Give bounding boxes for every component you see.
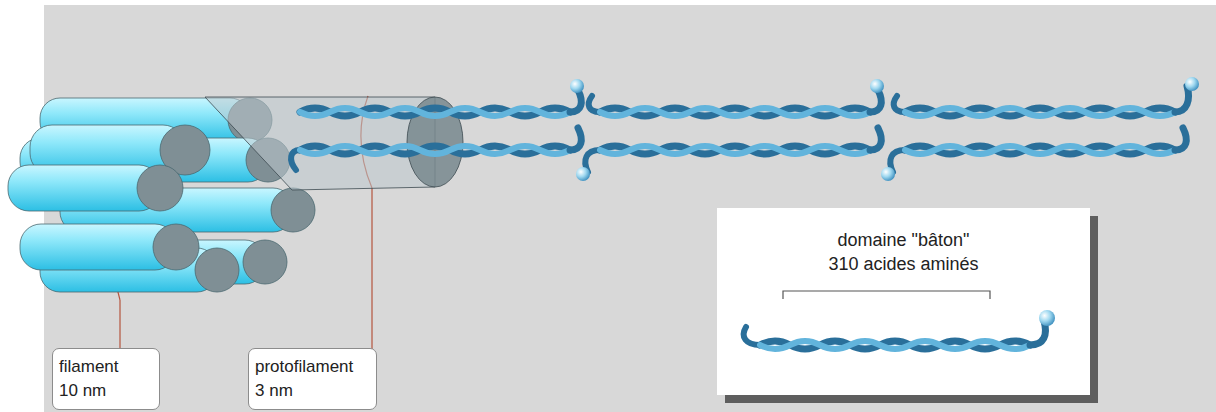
label-box: filament 10 nm xyxy=(52,348,160,410)
node-label: filament 10 nm xyxy=(59,355,129,403)
node-label: domaine "bâton" 310 acides aminés xyxy=(821,228,986,276)
inset-panel xyxy=(717,208,1090,395)
bracket xyxy=(783,291,990,299)
coiled-coil-dimer xyxy=(744,310,1055,349)
node-label: protofilament 3 nm xyxy=(255,355,359,403)
background xyxy=(44,5,1216,412)
inset-box: domaine "bâton" 310 acides aminés xyxy=(717,208,1090,395)
label-box: protofilament 3 nm xyxy=(248,348,377,410)
coiled-coil-dimers xyxy=(291,77,1199,181)
